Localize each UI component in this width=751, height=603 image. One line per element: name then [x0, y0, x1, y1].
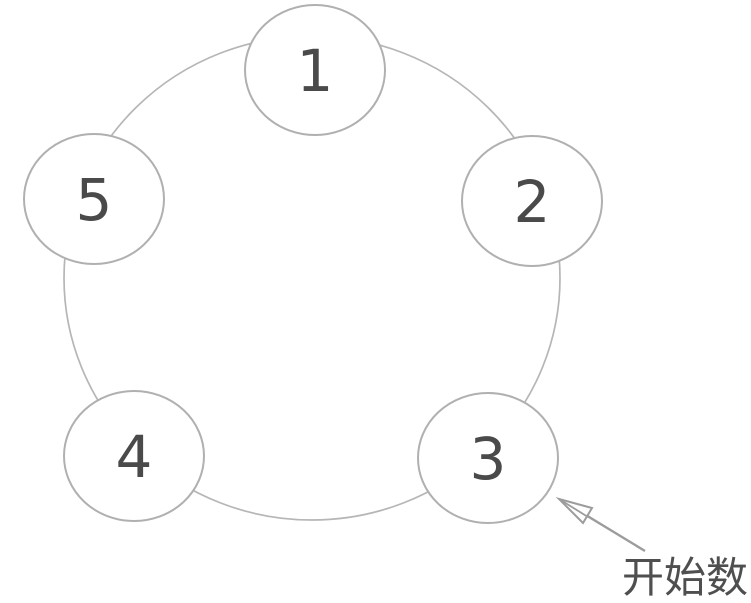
start-annotation-label: 开始数 — [622, 553, 748, 602]
node-2-label: 2 — [514, 168, 551, 236]
node-3-circle — [417, 392, 559, 524]
node-3-label: 3 — [470, 425, 507, 493]
start-arrow — [555, 497, 646, 553]
node-5-label: 5 — [76, 166, 113, 234]
node-5: 5 — [23, 133, 165, 265]
node-1: 1 — [244, 4, 386, 136]
node-1-circle — [244, 4, 386, 136]
node-2: 2 — [461, 135, 603, 267]
node-2-circle — [461, 135, 603, 267]
node-4-circle — [63, 390, 205, 522]
node-3: 3 — [417, 392, 559, 524]
node-4: 4 — [63, 390, 205, 522]
start-arrow-head-median — [558, 498, 589, 518]
node-1-label: 1 — [297, 37, 334, 105]
node-5-circle — [23, 133, 165, 265]
node-4-label: 4 — [116, 423, 153, 491]
